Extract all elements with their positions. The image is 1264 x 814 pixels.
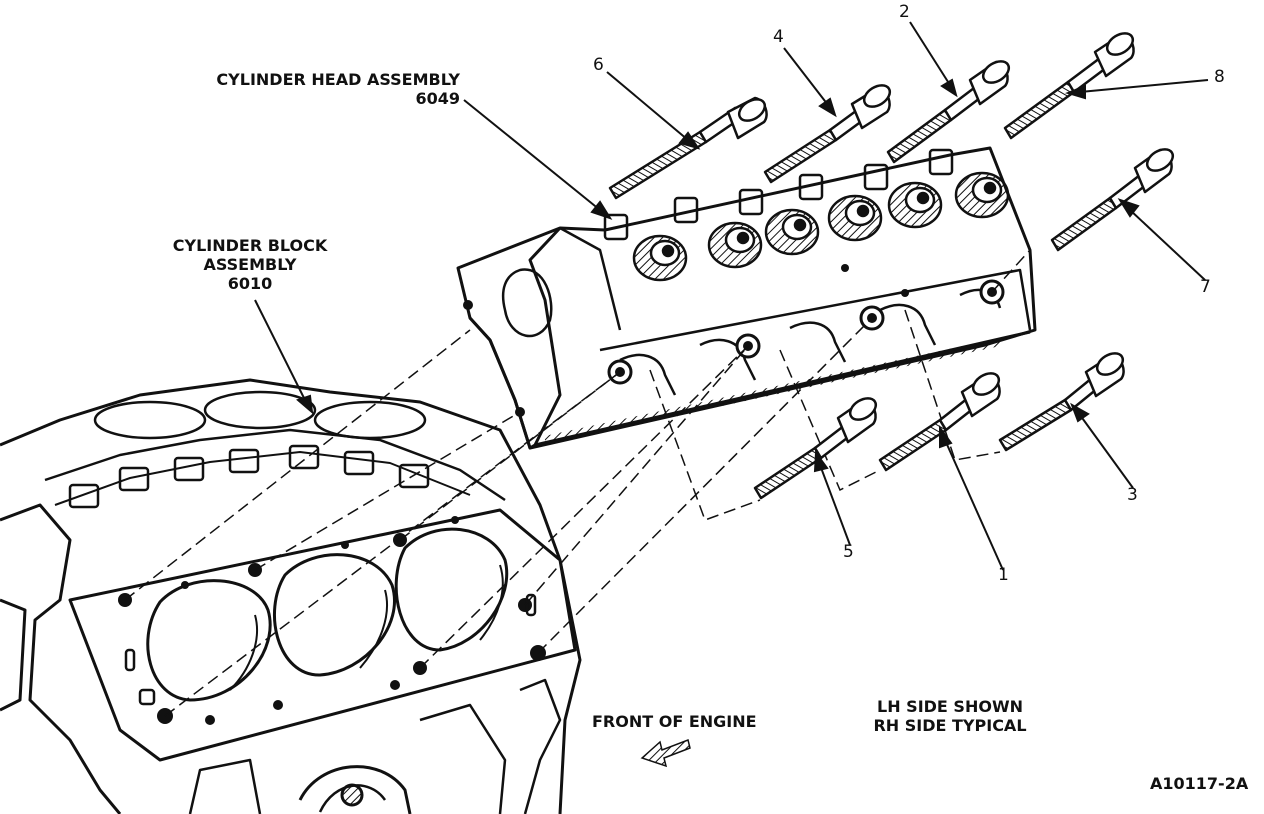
side-note-label: LH SIDE SHOWN RH SIDE TYPICAL — [850, 697, 1050, 735]
bolt-number-7: 7 — [1200, 277, 1211, 297]
head-bolts — [608, 32, 1175, 500]
bolt-number-1: 1 — [998, 565, 1009, 585]
bolt-5 — [753, 397, 878, 500]
bolt-number-4: 4 — [773, 27, 784, 47]
bolt-number-6: 6 — [593, 55, 604, 75]
cylinder-head — [456, 146, 1037, 450]
bolt-number-5: 5 — [843, 542, 854, 562]
cylinder-head-label: CYLINDER HEAD ASSEMBLY 6049 — [180, 70, 460, 108]
cylinder-block-part-number: 6010 — [227, 274, 273, 293]
figure-id: A10117-2A — [1150, 774, 1249, 793]
front-of-engine-label: FRONT OF ENGINE — [592, 712, 757, 731]
bolt-4 — [763, 84, 892, 184]
bolt-3 — [998, 352, 1125, 452]
cylinder-head-part-number: 6049 — [415, 89, 460, 108]
cylinder-block — [0, 378, 582, 814]
cylinder-block-label: CYLINDER BLOCK ASSEMBLY 6010 — [150, 236, 350, 293]
side-note-line1: LH SIDE SHOWN — [877, 697, 1023, 716]
cylinder-block-name-line2: ASSEMBLY — [203, 255, 297, 274]
bolt-2 — [886, 60, 1011, 164]
cylinder-head-name: CYLINDER HEAD ASSEMBLY — [216, 70, 460, 89]
cylinder-block-name-line1: CYLINDER BLOCK — [172, 236, 328, 255]
valve-springs — [632, 171, 1010, 282]
bolt-1 — [878, 372, 1001, 472]
bolt-6 — [608, 96, 768, 200]
alignment-lines — [124, 249, 1031, 717]
bolt-8 — [1003, 32, 1135, 140]
leader-lines — [254, 21, 1209, 571]
bolt-number-2: 2 — [899, 2, 910, 22]
bolt-number-3: 3 — [1127, 485, 1138, 505]
head-gasket — [68, 508, 577, 762]
side-note-line2: RH SIDE TYPICAL — [873, 716, 1027, 735]
bolt-7 — [1050, 148, 1175, 252]
front-arrow-icon — [640, 738, 691, 768]
bolt-number-8: 8 — [1214, 67, 1225, 87]
